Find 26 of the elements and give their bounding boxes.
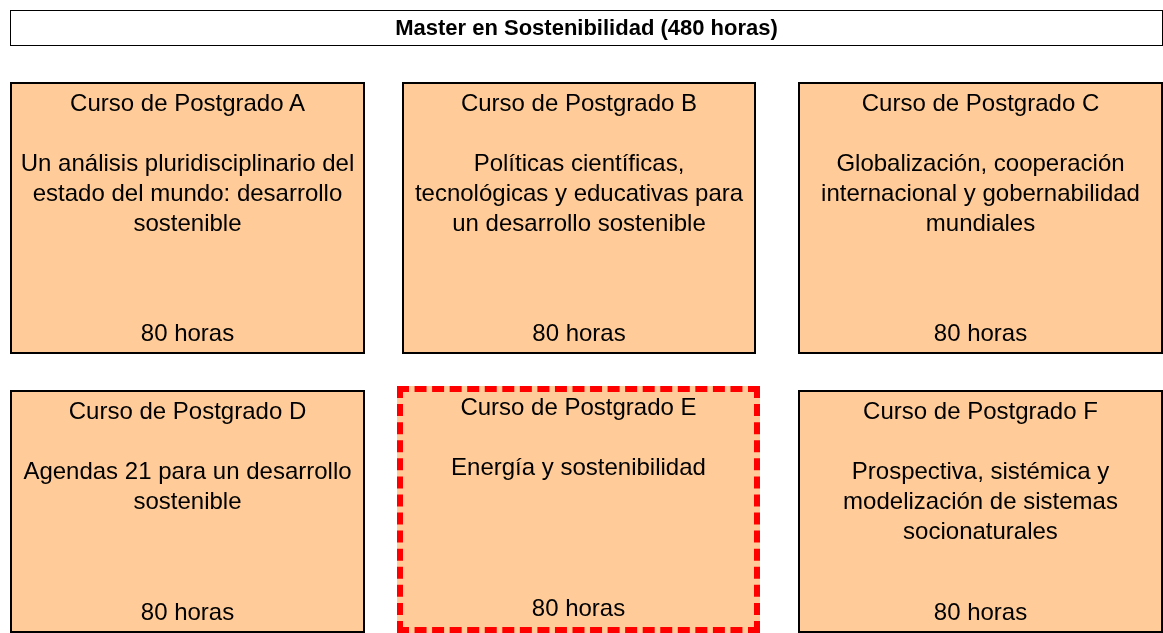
course-title: Curso de Postgrado F [863,396,1098,426]
course-box [402,82,756,354]
course-box [10,82,365,354]
course-hours: 80 horas [532,318,626,348]
course-box [10,390,365,633]
course-title: Curso de Postgrado A [70,88,305,118]
course-description: Globalización, cooperación internacional y gobernabilidad mundiales [820,148,1141,238]
course-hours: 80 horas [531,593,626,623]
course-box [798,82,1163,354]
course-title: Curso de Postgrado E [460,392,697,422]
course-description: Políticas científicas, tecnológicas y educativas para un desarrollo sostenible [413,148,745,238]
course-description: Un análisis pluridisciplinario del estado del mundo: desarrollo sostenible [19,148,356,238]
course-title: Curso de Postgrado C [861,88,1100,118]
heading-banner [10,10,1163,46]
course-hours: 80 horas [140,318,235,348]
course-description: Agendas 21 para un desarrollo sostenible [22,456,353,516]
course-hours: 80 horas [933,318,1028,348]
course-hours: 80 horas [140,597,235,627]
heading-text: Master en Sostenibilidad (480 horas) [395,15,778,40]
course-hours: 80 horas [933,597,1028,627]
course-title: Curso de Postgrado B [460,88,698,118]
course-title: Curso de Postgrado D [68,396,307,426]
course-description: Energía y sostenibilidad [451,452,706,482]
highlighted-course-box [397,386,760,633]
course-description: Prospectiva, sistémica y modelización de sistemas socionaturales [842,456,1119,546]
course-box [798,390,1163,633]
